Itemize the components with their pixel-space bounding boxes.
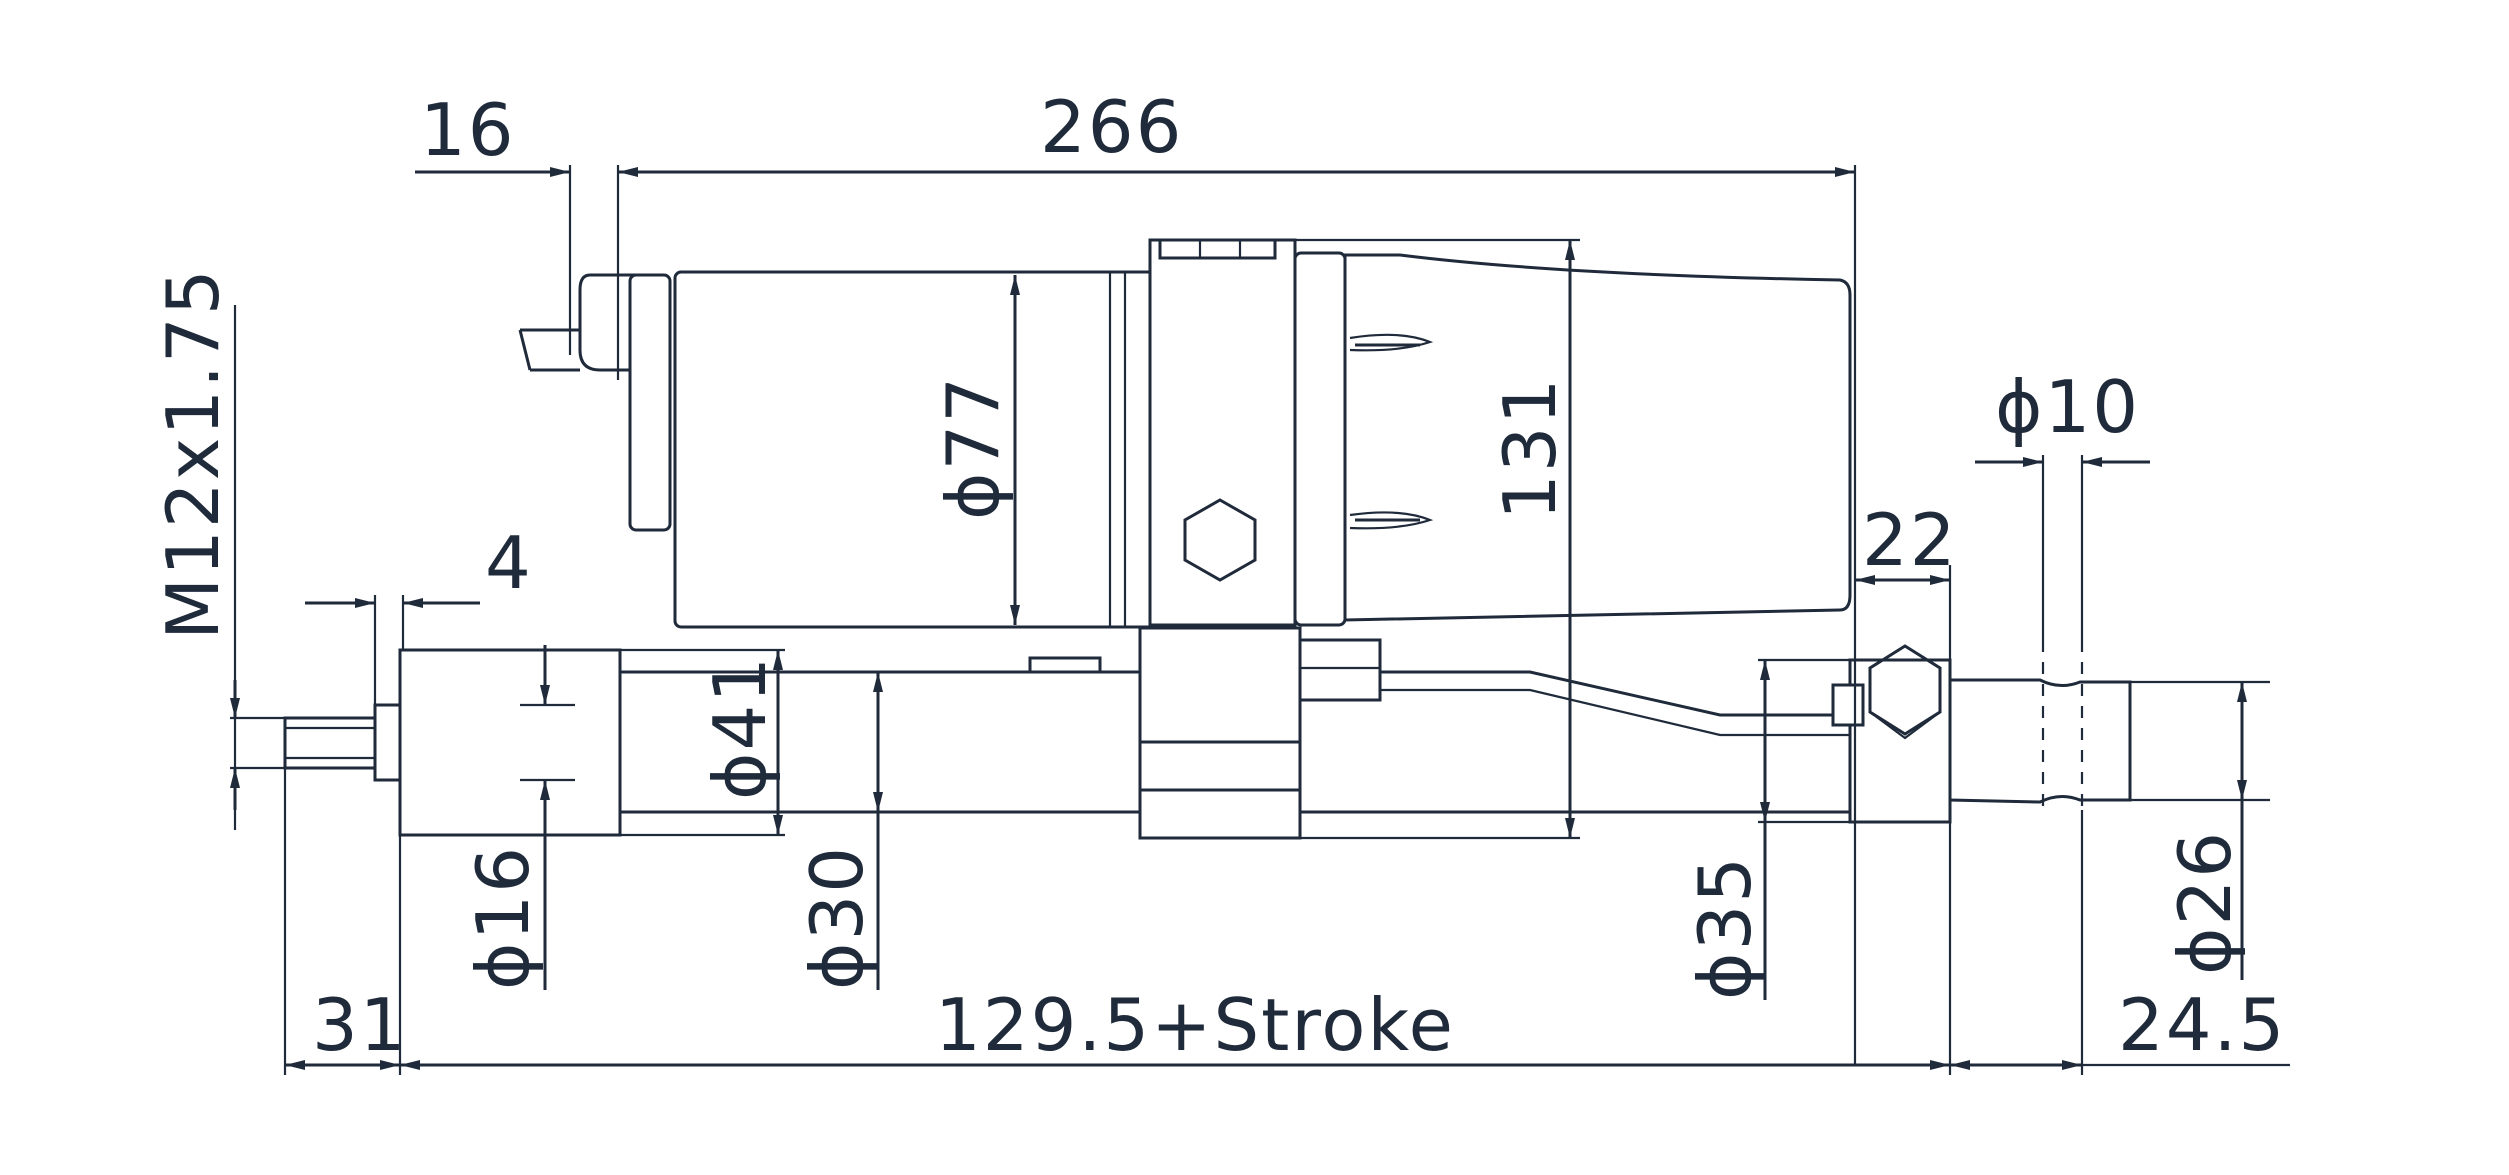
gear-mount-block xyxy=(1138,626,1302,840)
dim-4: 4 xyxy=(485,521,533,605)
dim-16: 16 xyxy=(420,88,516,172)
hex-bolt-motor xyxy=(1183,498,1257,582)
dim-24-5: 24.5 xyxy=(2118,983,2286,1067)
dimension-lines xyxy=(230,165,2290,1075)
motor-assembly xyxy=(518,238,1852,629)
motor-housing xyxy=(673,270,1157,629)
dim-31: 31 xyxy=(312,983,408,1067)
dim-266: 266 xyxy=(1040,85,1183,169)
rod-shoulder xyxy=(373,703,405,782)
dimension-labels: 16 266 M12x1.75 4 ϕ77 131 ϕ10 22 ϕ41 ϕ16… xyxy=(151,85,2286,1067)
dim-131: 131 xyxy=(1488,377,1572,520)
gearbox-housing xyxy=(1343,253,1852,622)
rear-clevis-block xyxy=(1848,658,1952,824)
dim-phi26: ϕ26 xyxy=(2163,830,2247,975)
hex-bolt-rear xyxy=(1868,644,1942,736)
outer-tube xyxy=(1298,670,1852,814)
dim-phi41: ϕ41 xyxy=(698,655,782,800)
dim-m12-thread: M12x1.75 xyxy=(151,267,235,640)
dim-phi35: ϕ35 xyxy=(1683,855,1767,1000)
motor-rear-flange xyxy=(628,273,672,532)
actuator-body xyxy=(283,626,2132,840)
rear-mount-end xyxy=(1948,678,2132,804)
dim-22: 22 xyxy=(1862,498,1958,582)
rod-end-nut xyxy=(398,648,622,837)
threaded-rod-end xyxy=(283,716,377,770)
dim-phi30: ϕ30 xyxy=(795,845,879,990)
dim-phi77: ϕ77 xyxy=(931,375,1015,520)
dim-129-stroke: 129.5+Stroke xyxy=(935,983,1455,1067)
gear-housing-clamp xyxy=(1148,238,1297,627)
dim-phi10: ϕ10 xyxy=(1995,365,2140,449)
motor-end-cap xyxy=(578,273,640,372)
dim-phi16: ϕ16 xyxy=(461,845,545,990)
